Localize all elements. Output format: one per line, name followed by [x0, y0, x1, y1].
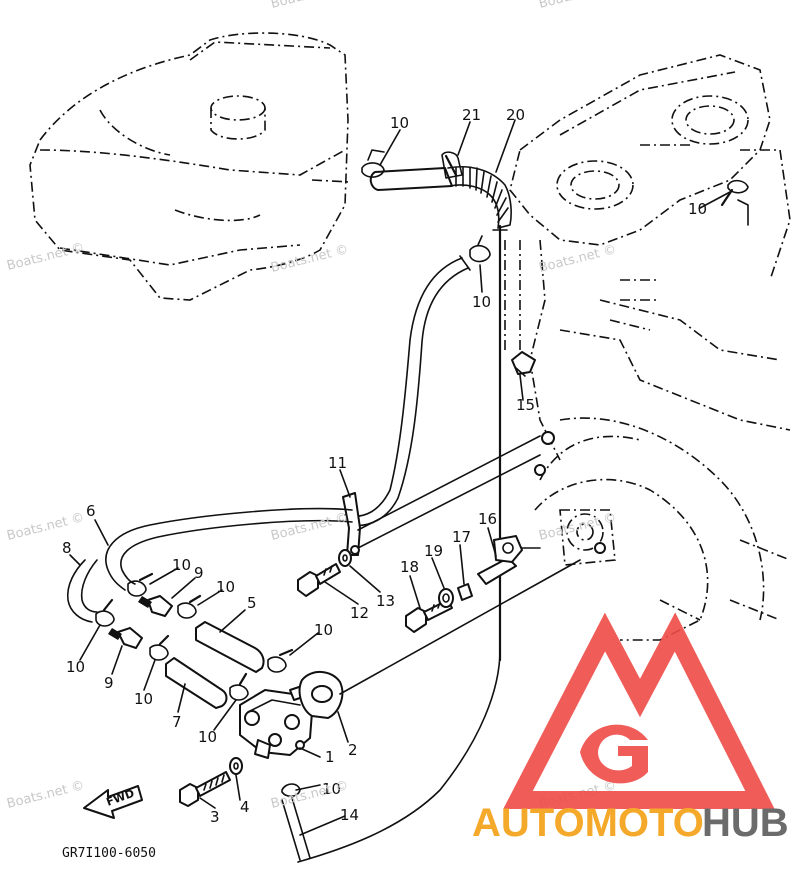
watermark: Boats.net © [5, 510, 86, 544]
callout-12: 12 [350, 604, 369, 622]
callout-10i: 10 [198, 728, 217, 746]
clamp-21 [441, 151, 463, 179]
callout-10f: 10 [314, 621, 333, 639]
callout-10b: 10 [688, 200, 707, 218]
leader-lines [69, 119, 731, 836]
watermark: Boats.net © [5, 778, 86, 812]
fitting-9-upper [138, 595, 173, 617]
callout-10a: 10 [390, 114, 409, 132]
washer-19 [438, 588, 454, 608]
clip-10-small-group [95, 572, 294, 701]
callout-14: 14 [340, 806, 359, 824]
callout-6: 6 [86, 502, 96, 520]
gasket-2 [298, 559, 581, 719]
callout-10h: 10 [134, 690, 153, 708]
hose-5 [195, 621, 265, 673]
callout-2: 2 [348, 741, 358, 759]
washer-13 [338, 549, 352, 567]
bolt-3 [179, 771, 231, 807]
callout-20: 20 [506, 106, 525, 124]
callout-10d: 10 [172, 556, 191, 574]
callout-9a: 9 [194, 564, 204, 582]
watermark: Boats.net © [269, 778, 350, 812]
watermark: Boats.net © [269, 510, 350, 544]
callout-3: 3 [210, 808, 220, 826]
filler-hose-20 [369, 166, 512, 662]
callout-4: 4 [240, 798, 250, 816]
callout-5: 5 [247, 594, 257, 612]
diagram-code: GR7I100-6050 [62, 846, 156, 861]
callout-10c: 10 [472, 293, 491, 311]
fuel-cock-1 [239, 685, 313, 759]
callout-10j: 10 [322, 780, 341, 798]
callout-7: 7 [172, 713, 182, 731]
hose-8 [66, 559, 98, 623]
bracket-16 [477, 535, 541, 585]
callout-18: 18 [400, 558, 419, 576]
callout-10e: 10 [216, 578, 235, 596]
fwd-arrow: FWD [83, 785, 143, 819]
clip-10-top [361, 149, 385, 178]
clamp-11 [342, 435, 541, 556]
hose-7 [165, 657, 228, 709]
watermark: Boats.net © [537, 242, 618, 276]
hose-14 [281, 649, 501, 863]
callout-8: 8 [62, 539, 72, 557]
watermark: Boats.net © [537, 0, 618, 12]
logo-text-hub: HUB [702, 801, 789, 845]
callout-19: 19 [424, 542, 443, 560]
callout-1: 1 [325, 748, 335, 766]
callout-17: 17 [452, 528, 471, 546]
callout-16: 16 [478, 510, 497, 528]
callout-21: 21 [462, 106, 481, 124]
bolt-12 [297, 563, 341, 597]
watermark: Boats.net © [537, 510, 618, 544]
logo-text-automoto: AUTOMOTO [472, 801, 704, 845]
oil-tank [29, 32, 351, 301]
callout-11: 11 [328, 454, 347, 472]
fitting-9-lower [108, 627, 143, 649]
watermark: Boats.net © [269, 0, 350, 12]
crankcase-bosses [534, 431, 606, 554]
callout-15: 15 [516, 396, 535, 414]
collar-17 [457, 583, 473, 601]
hose-clip-right [720, 179, 749, 226]
automotohub-logo: AUTOMOTO HUB [472, 612, 789, 845]
hose-6 [105, 507, 353, 591]
oil-hose-main [344, 255, 471, 527]
watermark: Boats.net © [5, 240, 86, 274]
washer-4 [229, 757, 243, 775]
clip-10-mid [469, 235, 491, 263]
callout-labels: 1 2 3 4 5 6 7 8 9 9 10 10 10 10 10 10 10… [62, 106, 707, 826]
clamp-15 [511, 351, 536, 377]
callout-13: 13 [376, 592, 395, 610]
callout-10g: 10 [66, 658, 85, 676]
callout-9b: 9 [104, 674, 114, 692]
engine-block [504, 54, 791, 641]
